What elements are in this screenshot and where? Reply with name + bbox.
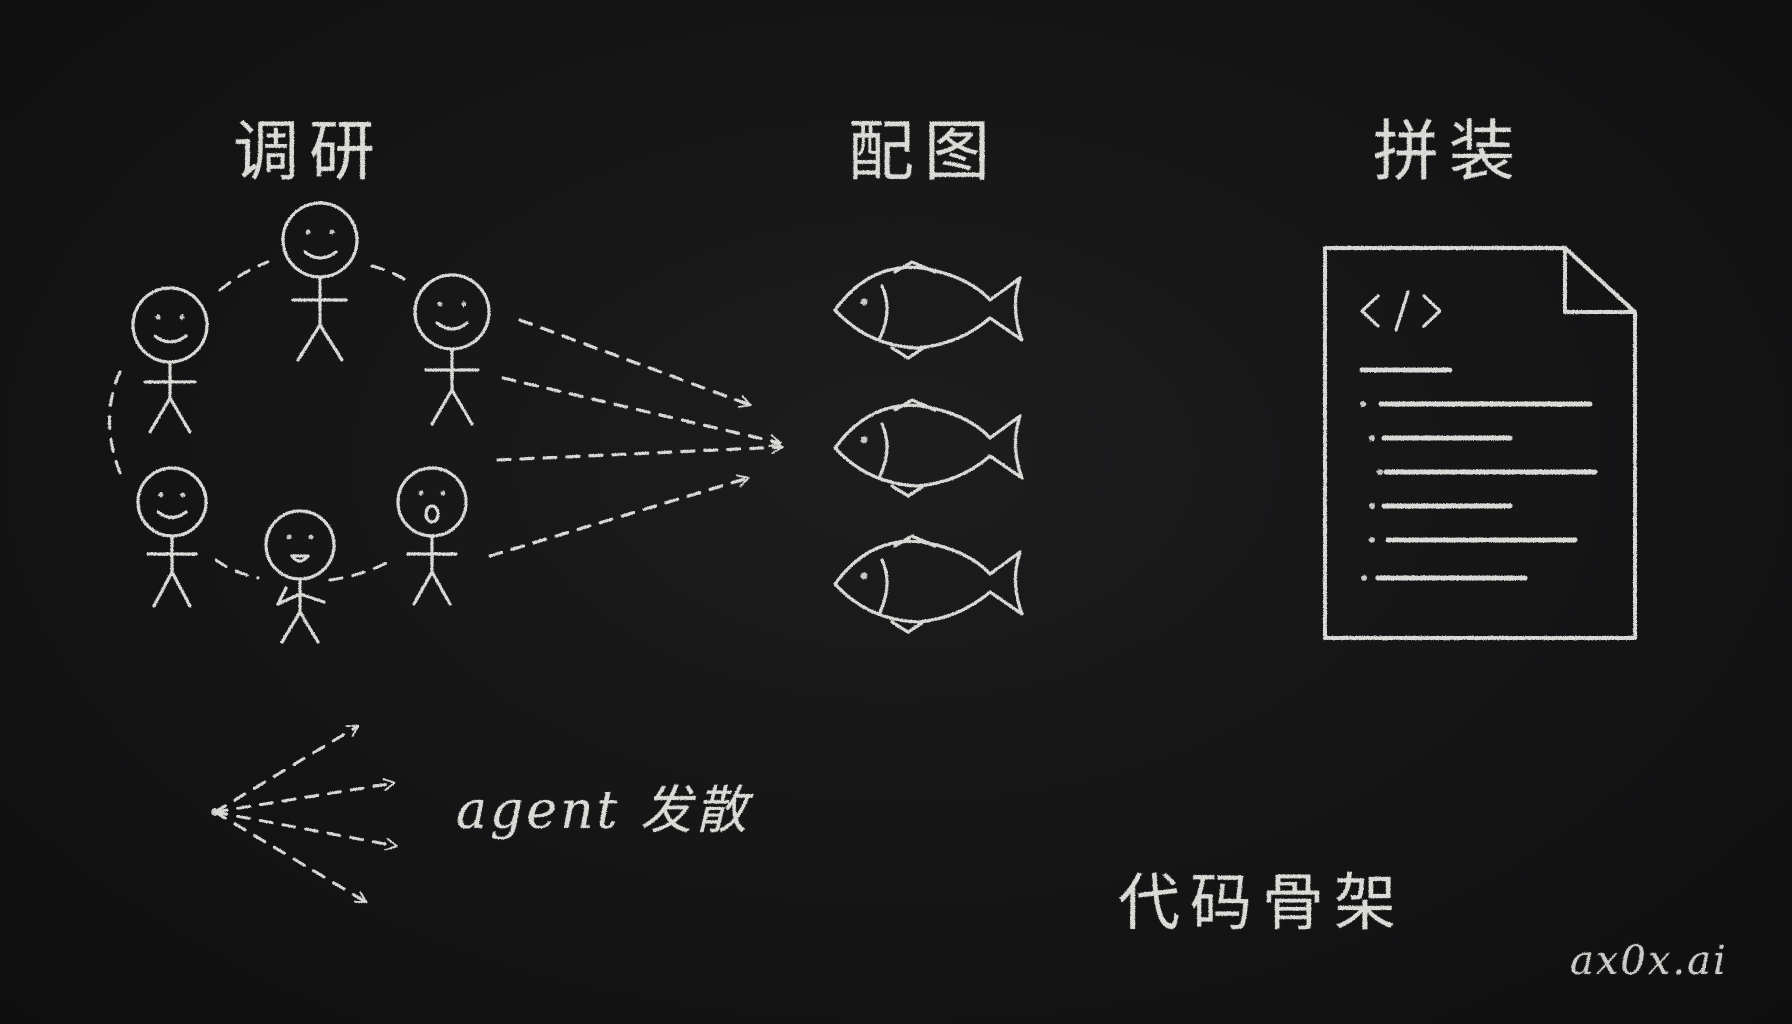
stick-figure-icon [413, 273, 491, 426]
arrow-icon [518, 318, 752, 408]
fish-icon [833, 260, 1024, 360]
stick-figure-icon [396, 466, 468, 606]
research-arrows [488, 318, 784, 558]
stick-figure-icon [281, 201, 359, 362]
divergent-arrows-icon [211, 724, 398, 904]
fish-icon [833, 398, 1024, 498]
stick-figure-icon [264, 509, 336, 644]
research-team-group [108, 201, 491, 644]
stick-figure-icon [131, 286, 209, 434]
stage-label-research: 调研 [233, 113, 385, 190]
code-document-icon [1323, 246, 1637, 640]
arrow-icon [496, 440, 784, 462]
code-skeleton-label: 代码骨架 [1118, 866, 1407, 939]
stage-label-assemble: 拼装 [1373, 113, 1525, 190]
watermark-text: ax0x.ai [1570, 938, 1728, 984]
illustration-fish-group [833, 260, 1024, 634]
agent-diverge-label: agent 发散 [456, 781, 750, 841]
team-ring-dashes [108, 260, 414, 582]
stick-figure-icon [136, 466, 208, 608]
arrow-icon [501, 376, 782, 448]
fish-icon [833, 534, 1024, 634]
stage-label-illustrate: 配图 [848, 113, 1000, 190]
arrow-icon [488, 474, 750, 558]
